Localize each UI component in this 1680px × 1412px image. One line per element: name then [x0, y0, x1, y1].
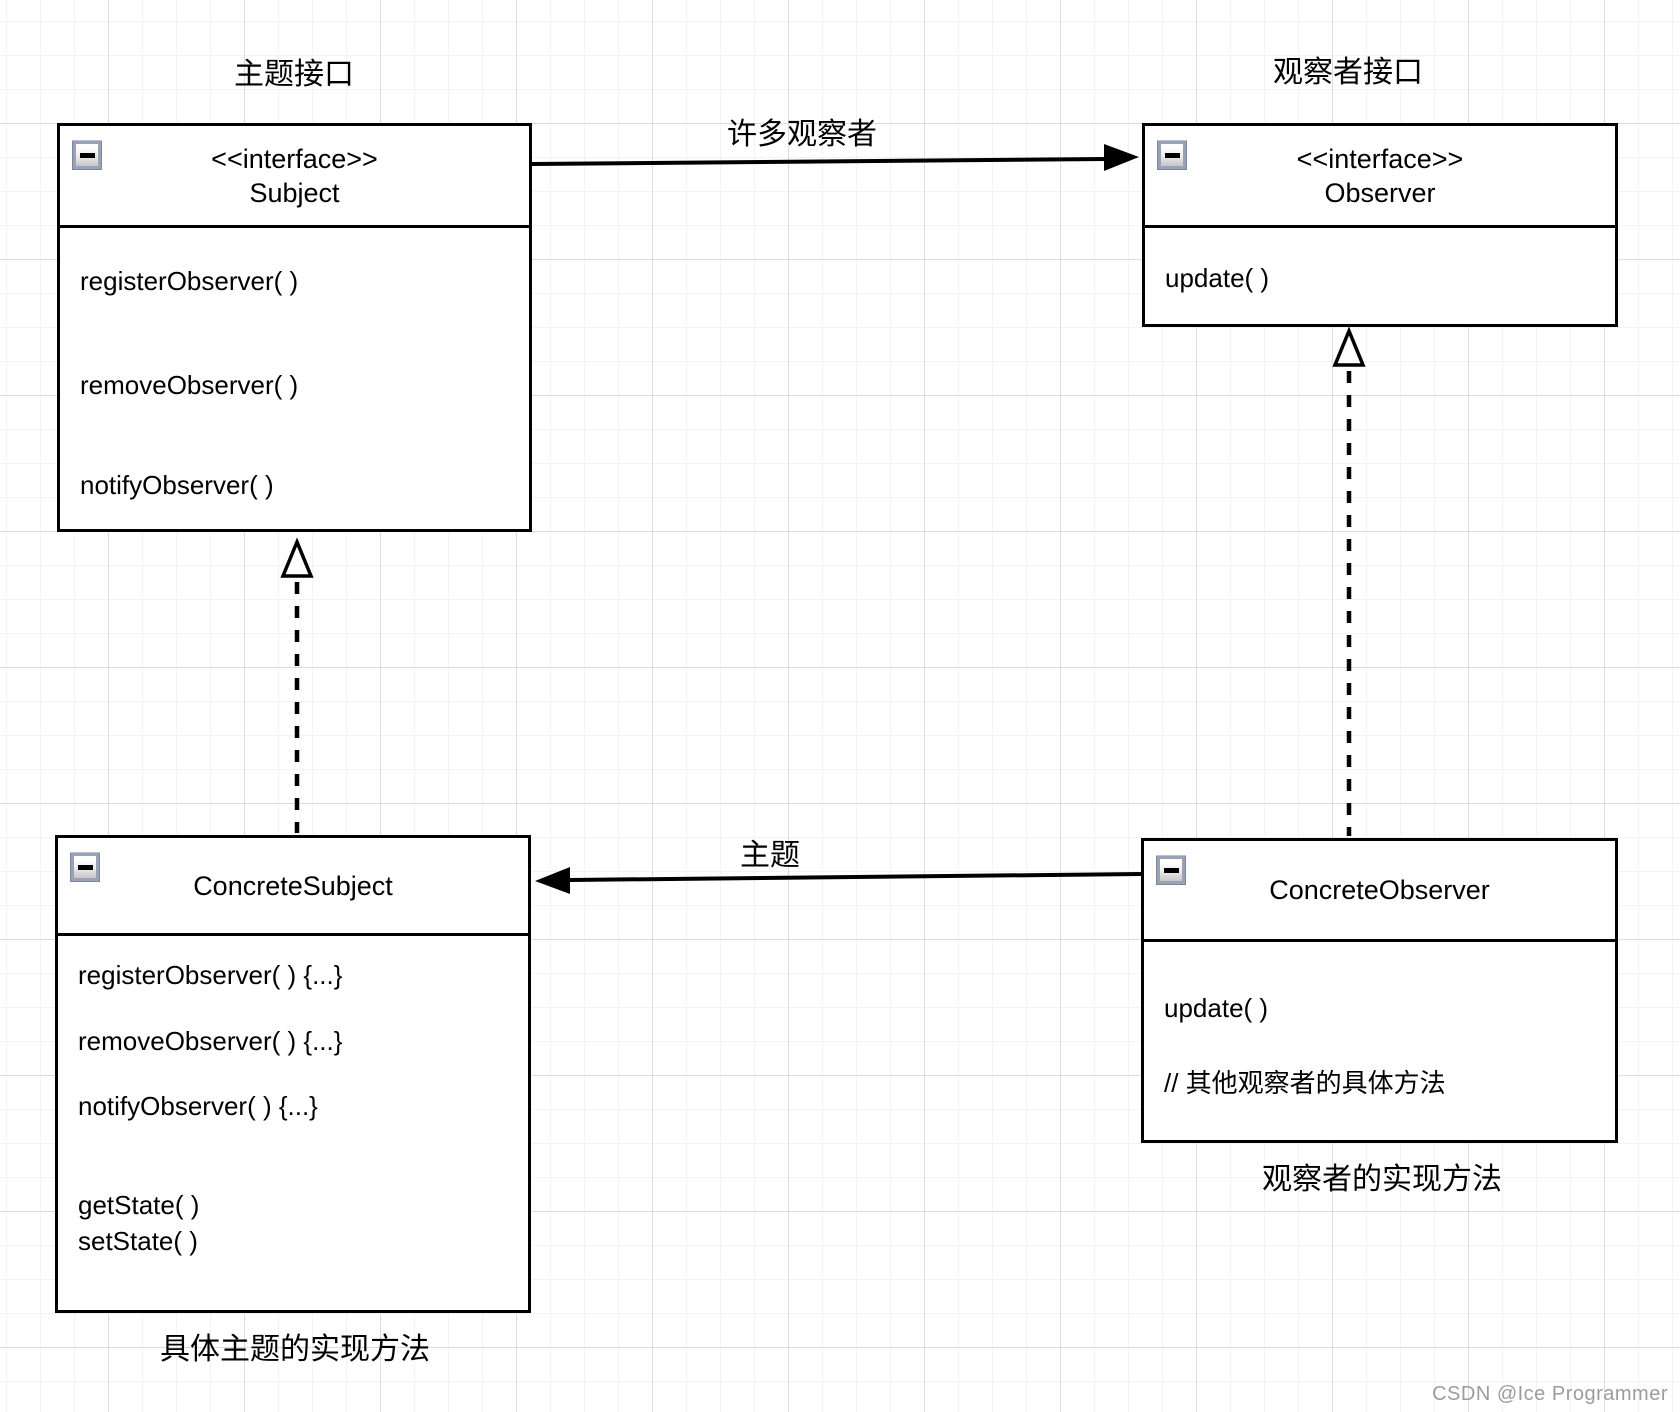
method-notify-observer: notifyObserver( )	[80, 470, 274, 500]
subject-stereotype: <<interface>>	[211, 143, 378, 174]
method-notify-observer-impl: notifyObserver( ) {...}	[78, 1091, 318, 1121]
subject-class-box: <<interface>> Subject registerObserver( …	[57, 123, 532, 532]
observer-class-box: <<interface>> Observer update( )	[1142, 123, 1618, 327]
concrete-observer-class-name: ConcreteObserver	[1269, 875, 1490, 905]
method-remove-observer: removeObserver( )	[80, 370, 299, 400]
association-concreteobserver-to-concretesubject	[569, 872, 1142, 882]
collapse-icon[interactable]	[1156, 855, 1186, 885]
arrowhead-left-icon	[535, 867, 570, 894]
observer-class-name: Observer	[1324, 177, 1436, 208]
concrete-subject-class-name: ConcreteSubject	[193, 870, 393, 901]
observer-class-body: update( )	[1145, 228, 1615, 426]
method-set-state: setState( )	[78, 1226, 198, 1256]
collapse-icon[interactable]	[72, 140, 102, 170]
watermark-text: CSDN @Ice Programmer	[1432, 1383, 1668, 1405]
subject-class-name: Subject	[249, 177, 340, 208]
association-subject-to-observer	[531, 157, 1107, 166]
method-remove-observer-impl: removeObserver( ) {...}	[78, 1026, 343, 1056]
concrete-subject-class-box: ConcreteSubject registerObserver( ) {...…	[55, 835, 531, 1313]
concrete-observer-caption: 观察者的实现方法	[1262, 1163, 1502, 1196]
subject-class-header: <<interface>> Subject	[60, 126, 529, 228]
minus-icon	[1160, 859, 1182, 881]
concrete-observer-class-body: update( ) // 其他观察者的具体方法	[1144, 942, 1615, 1241]
concrete-subject-caption: 具体主题的实现方法	[160, 1333, 430, 1366]
subject-class-body: registerObserver( ) removeObserver( ) no…	[60, 228, 529, 631]
concrete-observer-class-header: ConcreteObserver	[1144, 841, 1615, 942]
arrowhead-right-icon	[1104, 144, 1139, 171]
method-register-observer: registerObserver( )	[80, 266, 299, 296]
subject-edge-label: 主题	[740, 839, 800, 872]
method-get-state: getState( )	[78, 1190, 200, 1220]
method-update: update( )	[1165, 263, 1270, 293]
minus-icon	[74, 856, 96, 878]
minus-icon	[76, 144, 98, 166]
collapse-icon[interactable]	[1157, 140, 1187, 170]
observer-stereotype: <<interface>>	[1296, 143, 1464, 174]
concrete-observer-class-box: ConcreteObserver update( ) // 其他观察者的具体方法	[1141, 838, 1618, 1143]
method-register-observer-impl: registerObserver( ) {...}	[78, 960, 343, 990]
many-observers-edge-label: 许多观察者	[727, 118, 877, 151]
subject-interface-label: 主题接口	[234, 58, 354, 91]
collapse-icon[interactable]	[70, 852, 100, 882]
concrete-subject-class-header: ConcreteSubject	[58, 838, 528, 936]
method-update-impl: update( )	[1164, 993, 1269, 1023]
observer-class-header: <<interface>> Observer	[1145, 126, 1615, 228]
concrete-subject-class-body: registerObserver( ) {...} removeObserver…	[58, 936, 528, 1408]
comment-other-observer-methods: // 其他观察者的具体方法	[1164, 1068, 1446, 1098]
observer-interface-label: 观察者接口	[1273, 56, 1423, 89]
minus-icon	[1161, 144, 1183, 166]
